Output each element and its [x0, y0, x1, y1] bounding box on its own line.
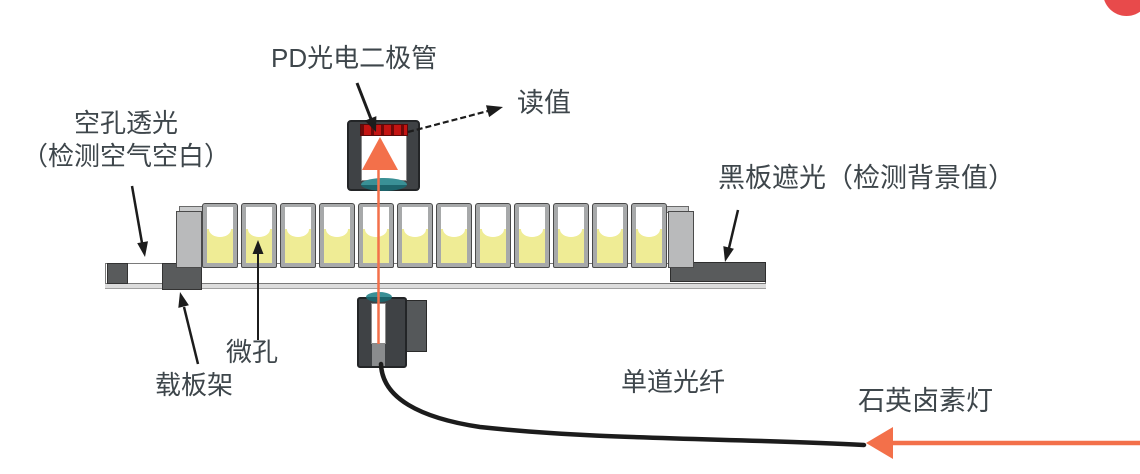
carrier-arrowhead: [178, 292, 189, 308]
emitter-light-slot: [371, 303, 386, 344]
well-liquid: [246, 221, 272, 263]
label-microwell: 微孔: [226, 337, 279, 367]
label-black-plate: 黑板遮光（检测背景值）: [718, 163, 1015, 193]
label-single-fiber: 单道光纤: [621, 367, 726, 397]
well-liquid: [519, 221, 545, 263]
well-liquid: [597, 221, 623, 263]
well-liquid: [480, 221, 506, 263]
well-liquid: [636, 221, 662, 263]
well-interior: [441, 207, 467, 263]
emitter-fiber-stub: [372, 344, 385, 366]
well: [475, 203, 511, 268]
well-interior: [246, 207, 272, 263]
label-pd-photodiode: PD光电二极管: [271, 43, 438, 73]
emitter-side-step: [405, 300, 427, 352]
empty-hole-arrowhead: [137, 241, 148, 257]
label-quartz-halogen-lamp: 石英卤素灯: [858, 386, 993, 416]
well-interior: [324, 207, 350, 263]
detector-window: [361, 130, 407, 181]
well-liquid: [324, 221, 350, 263]
well-liquid: [285, 221, 311, 263]
well-interior: [519, 207, 545, 263]
label-empty-well-line1: 空孔透光: [73, 108, 178, 138]
black-plate-arrow-line: [727, 209, 740, 249]
well-interior: [402, 207, 428, 263]
label-empty-well-line2: （检测空气空白）: [21, 141, 230, 171]
well-interior: [636, 207, 662, 263]
well: [553, 203, 589, 268]
well: [436, 203, 472, 268]
well-liquid: [207, 221, 233, 263]
reading-arrowhead: [486, 105, 503, 118]
well: [397, 203, 433, 268]
emitter-lens: [366, 292, 392, 302]
microplate-wells: [202, 203, 667, 268]
well: [631, 203, 667, 268]
detector-lens: [361, 178, 407, 191]
well: [592, 203, 628, 268]
lamp-arrowhead: [866, 427, 893, 459]
well-interior: [207, 207, 233, 263]
well-liquid: [363, 221, 389, 263]
pd-label-arrow-line: [355, 82, 373, 120]
well: [202, 203, 238, 268]
well: [319, 203, 355, 268]
corner-red-dot: [1103, 0, 1140, 16]
black-plate-arrowhead: [723, 246, 734, 262]
well-liquid: [402, 221, 428, 263]
well-liquid: [558, 221, 584, 263]
well-interior: [363, 207, 389, 263]
well: [241, 203, 277, 268]
carrier-lower-rail: [105, 284, 766, 289]
carrier-arrow-line: [182, 306, 200, 365]
empty-light-hole: [128, 265, 162, 282]
well: [514, 203, 550, 268]
reading-arrow-line: [407, 109, 489, 134]
well: [358, 203, 394, 268]
well: [280, 203, 316, 268]
well-interior: [285, 207, 311, 263]
black-shading-plate: [670, 262, 766, 282]
well-interior: [558, 207, 584, 263]
well-interior: [597, 207, 623, 263]
plate-right-edge: [668, 211, 694, 268]
carrier-left-cap: [107, 263, 128, 284]
label-plate-carrier: 载板架: [155, 370, 234, 400]
label-empty-well: 空孔透光 （检测空气空白）: [0, 107, 252, 173]
empty-hole-arrow-line: [130, 185, 144, 244]
well-liquid: [441, 221, 467, 263]
label-reading-value: 读值: [517, 88, 571, 118]
photodiode-sensor-strip: [360, 124, 408, 136]
plate-left-edge: [176, 211, 202, 268]
well-interior: [480, 207, 506, 263]
